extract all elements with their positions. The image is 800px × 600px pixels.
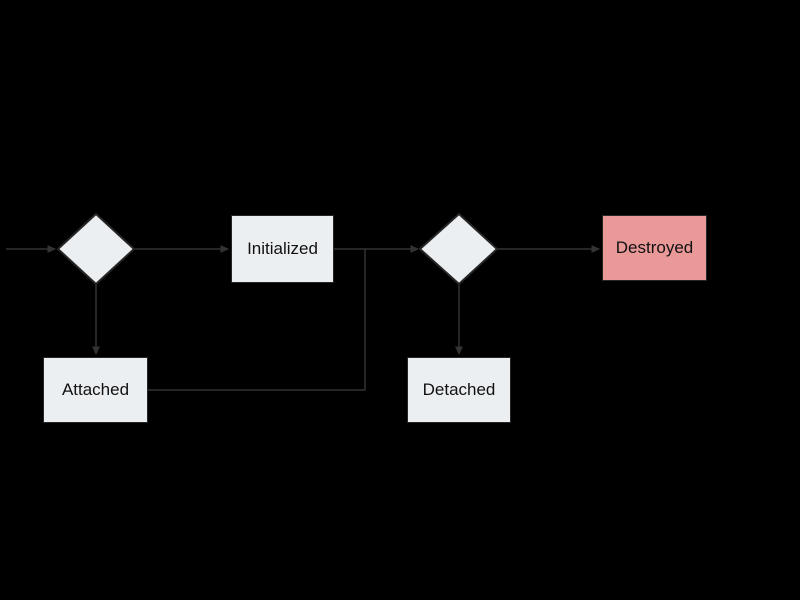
- node-decision2-diamond: [418, 212, 499, 286]
- node-destroyed: Destroyed: [602, 215, 707, 281]
- node-decision1-diamond: [56, 212, 136, 286]
- node-initialized-label: Initialized: [247, 239, 318, 258]
- node-attached-label: Attached: [61, 380, 130, 399]
- node-detached: Detached: [407, 357, 511, 423]
- node-detached-label: Detached: [422, 380, 496, 399]
- node-attached: Attached: [43, 357, 148, 423]
- edge-attached-merge-to-decision2: [148, 249, 366, 391]
- node-destroyed-label: Destroyed: [615, 238, 694, 257]
- node-initialized: Initialized: [231, 215, 334, 283]
